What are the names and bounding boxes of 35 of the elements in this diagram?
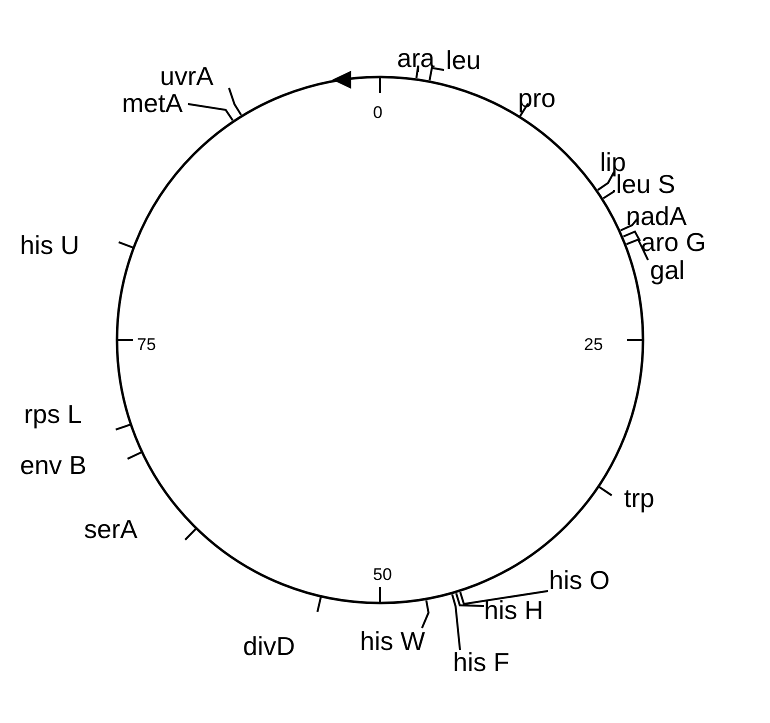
gene-label: gal [650, 256, 685, 284]
gene-label: aro G [641, 228, 706, 256]
leader-line [451, 594, 461, 650]
map-position-number: 25 [584, 336, 603, 354]
gene-label: trp [624, 484, 654, 512]
leader-line [620, 217, 639, 232]
gene-label: serA [84, 515, 138, 543]
gene-label: divD [243, 632, 296, 660]
map-position-number: 0 [373, 104, 382, 122]
leader-line [188, 103, 234, 121]
gene-label: his O [549, 566, 610, 594]
map-position-number: 50 [373, 566, 392, 584]
gene-label: rps L [24, 400, 82, 428]
gene-label: his U [20, 231, 80, 259]
gene-label: his W [360, 627, 425, 655]
gene-label: leu [446, 46, 481, 74]
gene-label: ara [397, 44, 435, 72]
leader-line [415, 64, 420, 78]
gene-label: his F [453, 648, 510, 676]
gene-label: env B [20, 451, 86, 479]
leader-line [597, 172, 615, 191]
gene-label: his H [484, 596, 544, 624]
leader-line [421, 600, 430, 628]
gene-label: metA [122, 89, 183, 117]
leader-line [602, 190, 615, 200]
leader-line [455, 593, 484, 607]
leader-line [623, 230, 641, 242]
gene-label: nadA [626, 202, 687, 230]
leader-line [228, 88, 242, 116]
gene-label: uvrA [160, 62, 214, 90]
leader-line [428, 66, 444, 80]
gene-label: pro [518, 84, 556, 112]
leader-line [459, 590, 548, 606]
leader-line [626, 238, 649, 260]
map-position-number: 75 [137, 336, 156, 354]
